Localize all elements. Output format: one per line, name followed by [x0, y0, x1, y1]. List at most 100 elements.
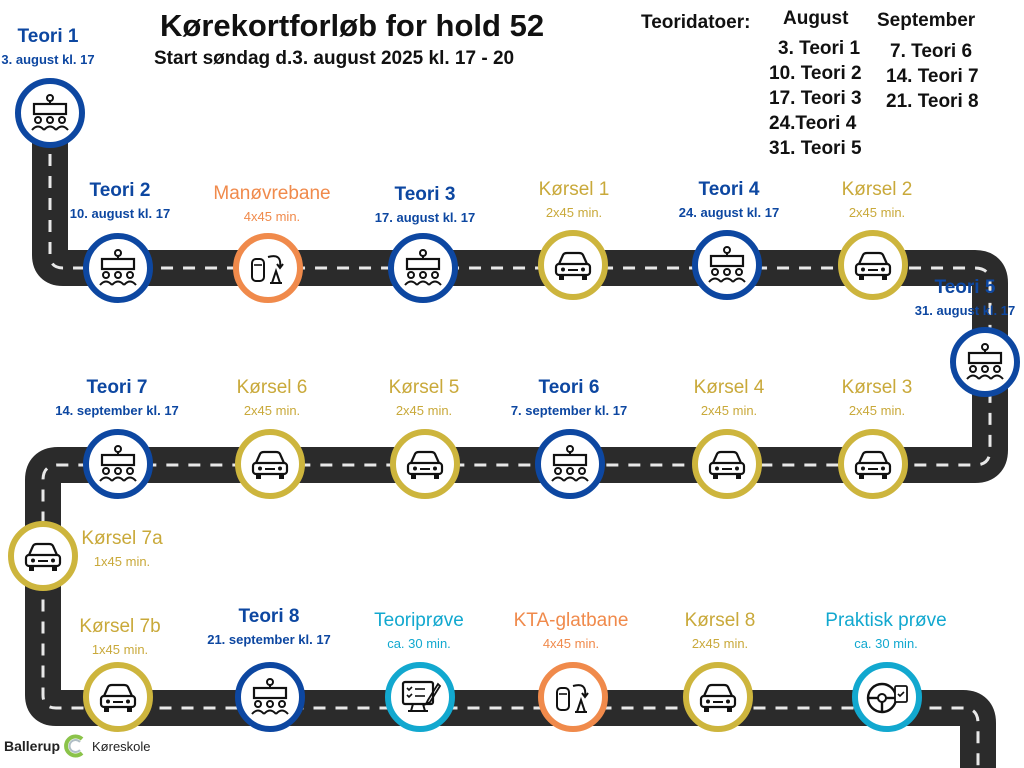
- step-detail: 2x45 min.: [545, 205, 603, 220]
- classroom-icon: [535, 429, 605, 499]
- step-detail: 2x45 min.: [848, 205, 906, 220]
- step-detail: 2x45 min.: [848, 403, 906, 418]
- schedule-september-item: 14. Teori 7: [886, 66, 979, 87]
- schedule-august-item: 3. Teori 1: [778, 38, 861, 59]
- schedule-august-item: 31. Teori 5: [769, 138, 862, 159]
- school-logo: Ballerup Køreskole: [4, 733, 151, 759]
- step-name: Teori 7: [86, 377, 148, 398]
- logo-word-ballerup: Ballerup: [4, 738, 61, 754]
- step-label: Kørsel 3 2x45 min.: [842, 377, 913, 418]
- step-detail: 21. september kl. 17: [207, 632, 331, 647]
- classroom-icon: [83, 233, 153, 303]
- classroom-icon: [950, 327, 1020, 397]
- schedule-august-heading: August: [783, 8, 849, 29]
- schedule-label: Teoridatoer:: [641, 12, 751, 33]
- step-detail: 24. august kl. 17: [678, 205, 780, 220]
- maneuver-cone-icon: [538, 662, 608, 732]
- step-name: Kørsel 1: [538, 179, 610, 200]
- step-label: Kørsel 2 2x45 min.: [842, 179, 913, 220]
- step-detail: 7. september kl. 17: [510, 403, 628, 418]
- schedule-august-item: 10. Teori 2: [769, 63, 862, 84]
- step-name: Kørsel 6: [236, 377, 308, 398]
- step-name: Manøvrebane: [213, 183, 331, 204]
- step-detail: ca. 30 min.: [854, 636, 918, 651]
- step-label: Teoriprøve ca. 30 min.: [374, 610, 464, 651]
- car-icon: [538, 230, 608, 300]
- step-label: Teori 7 14. september kl. 17: [55, 377, 179, 418]
- step-name: Praktisk prøve: [825, 610, 947, 631]
- car-icon: [235, 429, 305, 499]
- step-name: Teori 5: [934, 277, 996, 298]
- classroom-icon: [235, 662, 305, 732]
- step-name: Kørsel 8: [684, 610, 756, 631]
- step-label: Teori 1 3. august kl. 17: [1, 26, 94, 67]
- classroom-icon: [15, 78, 85, 148]
- step-detail: 14. september kl. 17: [55, 403, 179, 418]
- step-name: Teoriprøve: [374, 610, 464, 631]
- step-name: Kørsel 5: [388, 377, 460, 398]
- step-label: Teori 8 21. september kl. 17: [207, 606, 331, 647]
- schedule-september-heading: September: [877, 10, 976, 31]
- car-icon: [838, 429, 908, 499]
- step-label: Kørsel 5 2x45 min.: [389, 377, 460, 418]
- car-icon: [8, 521, 78, 591]
- step-detail: 2x45 min.: [395, 403, 453, 418]
- step-name: Kørsel 7b: [79, 616, 161, 637]
- step-detail: 3. august kl. 17: [1, 52, 95, 67]
- logo-word-koereskole: Køreskole: [92, 738, 151, 754]
- step-detail: 2x45 min.: [700, 403, 758, 418]
- car-icon: [692, 429, 762, 499]
- step-name: Teori 2: [89, 180, 151, 201]
- car-icon: [390, 429, 460, 499]
- page-subtitle: Start søndag d.3. august 2025 kl. 17 - 2…: [154, 48, 515, 69]
- step-name: Teori 4: [698, 179, 760, 200]
- step-detail: 4x45 min.: [542, 636, 600, 651]
- step-label: KTA-glatbane 4x45 min.: [514, 610, 629, 651]
- logo-c-icon: [64, 734, 84, 758]
- step-detail: 10. august kl. 17: [69, 206, 171, 221]
- car-icon: [838, 230, 908, 300]
- step-label: Praktisk prøve ca. 30 min.: [825, 610, 946, 651]
- step-name: Kørsel 7a: [81, 528, 163, 549]
- step-detail: 2x45 min.: [243, 403, 301, 418]
- step-name: Teori 6: [538, 377, 600, 398]
- step-detail: ca. 30 min.: [387, 636, 451, 651]
- car-icon: [683, 662, 753, 732]
- step-label: Teori 6 7. september kl. 17: [511, 377, 627, 418]
- step-name: Kørsel 2: [841, 179, 913, 200]
- step-label: Teori 4 24. august kl. 17: [679, 179, 779, 220]
- step-name: Teori 1: [17, 26, 79, 47]
- step-name: KTA-glatbane: [513, 610, 629, 631]
- schedule-august-item: 17. Teori 3: [769, 88, 862, 109]
- steering-wheel-icon: [852, 662, 922, 732]
- step-label: Kørsel 7a 1x45 min.: [81, 528, 162, 569]
- step-label: Teori 5 31. august kl. 17: [915, 277, 1015, 318]
- classroom-icon: [692, 230, 762, 300]
- step-detail: 4x45 min.: [243, 209, 301, 224]
- step-detail: 31. august kl. 17: [914, 303, 1016, 318]
- step-name: Kørsel 3: [841, 377, 913, 398]
- step-label: Kørsel 1 2x45 min.: [539, 179, 610, 220]
- step-name: Teori 8: [238, 606, 300, 627]
- test-screen-icon: [385, 662, 455, 732]
- classroom-icon: [388, 233, 458, 303]
- schedule-september-item: 21. Teori 8: [886, 91, 979, 112]
- step-label: Kørsel 6 2x45 min.: [237, 377, 308, 418]
- step-detail: 1x45 min.: [93, 554, 151, 569]
- step-label: Manøvrebane 4x45 min.: [213, 183, 330, 224]
- car-icon: [83, 662, 153, 732]
- classroom-icon: [83, 429, 153, 499]
- step-label: Teori 2 10. august kl. 17: [70, 180, 170, 221]
- step-name: Teori 3: [394, 184, 456, 205]
- maneuver-cone-icon: [233, 233, 303, 303]
- schedule-september-item: 7. Teori 6: [890, 41, 973, 62]
- step-name: Kørsel 4: [693, 377, 765, 398]
- page-title: Kørekortforløb for hold 52: [160, 8, 545, 43]
- schedule-august-item: 24.Teori 4: [769, 113, 857, 134]
- step-label: Kørsel 4 2x45 min.: [694, 377, 765, 418]
